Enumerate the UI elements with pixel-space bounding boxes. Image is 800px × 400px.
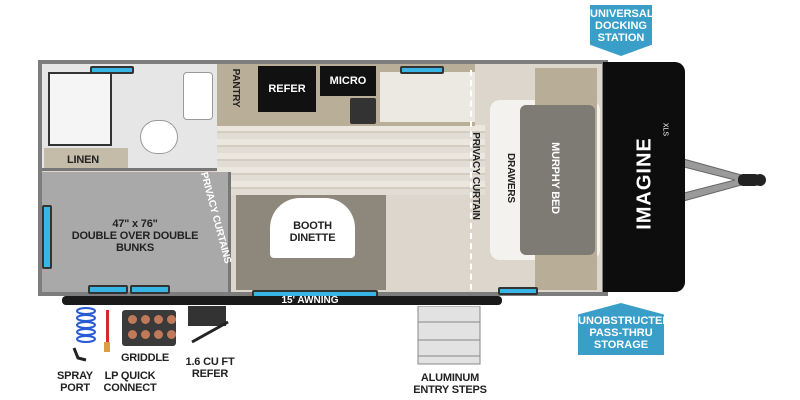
- logo-brand: IMAGINE: [633, 137, 656, 230]
- front-cap: [603, 62, 685, 292]
- exterior-refer-label: 1.6 CU FT REFER: [180, 356, 240, 380]
- griddle-icon: [122, 310, 176, 346]
- booth-label: BOOTH: [293, 220, 332, 232]
- plank-floor: [215, 125, 485, 195]
- murphy-bed-label: MURPHY BED: [549, 142, 561, 214]
- awning-bar: [62, 296, 502, 305]
- logo-model: XLS: [661, 122, 669, 137]
- dinette-table: [270, 198, 355, 258]
- griddle-label: GRIDDLE: [120, 352, 170, 364]
- steps-line2: ENTRY STEPS: [413, 384, 487, 396]
- refer-size: 1.6 CU FT: [185, 356, 235, 368]
- window: [42, 205, 52, 269]
- entry-steps-label: ALUMINUM ENTRY STEPS: [410, 372, 490, 396]
- callout-line: UNIVERSAL: [590, 8, 654, 20]
- entry-steps-icon: [417, 306, 481, 365]
- spray-port-label: SPRAY PORT: [50, 370, 100, 394]
- booth-dinette-label: BOOTH DINETTE: [270, 220, 355, 244]
- exterior-refer-icon: [188, 306, 229, 344]
- micro-label: MICRO: [329, 75, 367, 87]
- refer-label: REFER: [268, 83, 306, 95]
- drawers-label: DRAWERS: [505, 153, 516, 203]
- bunks-label: 47" x 76" DOUBLE OVER DOUBLE BUNKS: [60, 218, 210, 254]
- refer-box: [258, 66, 316, 112]
- bunks-name: BUNKS: [115, 242, 155, 254]
- spray-port-line2: PORT: [60, 382, 90, 394]
- privacy-curtain-label: PRIVACY CURTAIN: [470, 132, 481, 220]
- bunks: [42, 172, 231, 292]
- awning-label: 15' AWNING: [281, 295, 339, 306]
- linen-cabinet: [44, 148, 128, 168]
- callout-line: STORAGE: [593, 339, 649, 351]
- bunks-size: 47" x 76": [112, 218, 158, 230]
- refer-name: REFER: [191, 368, 229, 380]
- dinette-label: DINETTE: [289, 232, 336, 244]
- pass-thru-storage-callout: UNOBSTRUCTED PASS-THRU STORAGE: [578, 303, 664, 355]
- micro-box: [320, 66, 376, 96]
- spray-port-hose-icon: [72, 307, 96, 362]
- bunks-type: DOUBLE OVER DOUBLE: [71, 230, 199, 242]
- spray-port-line1: SPRAY: [57, 370, 93, 382]
- window: [400, 66, 444, 74]
- stove-icon: [350, 98, 376, 124]
- window: [88, 285, 128, 294]
- window: [498, 287, 538, 295]
- pantry-label: PANTRY: [230, 68, 241, 108]
- privacy-curtain-line: [470, 70, 472, 290]
- lp-line1: LP QUICK: [104, 370, 156, 382]
- countertop: [380, 72, 475, 122]
- callout-line: UNOBSTRUCTED: [578, 315, 671, 327]
- murphy-bed: [520, 105, 595, 255]
- callout-line: DOCKING: [595, 20, 647, 32]
- linen-label: LINEN: [66, 154, 99, 166]
- shower: [48, 72, 112, 146]
- lp-line2: CONNECT: [103, 382, 157, 394]
- callout-line: PASS-THRU: [589, 327, 653, 339]
- toilet-icon: [140, 120, 178, 154]
- callout-line: STATION: [597, 32, 645, 44]
- docking-station-callout: UNIVERSAL DOCKING STATION: [590, 5, 652, 56]
- steps-line1: ALUMINUM: [420, 372, 480, 384]
- lp-hose-icon: [106, 310, 109, 342]
- window: [90, 66, 134, 74]
- window: [130, 285, 170, 294]
- lp-quick-connect-label: LP QUICK CONNECT: [100, 370, 160, 394]
- lp-connector-icon: [104, 342, 110, 352]
- sink-icon: [183, 72, 213, 120]
